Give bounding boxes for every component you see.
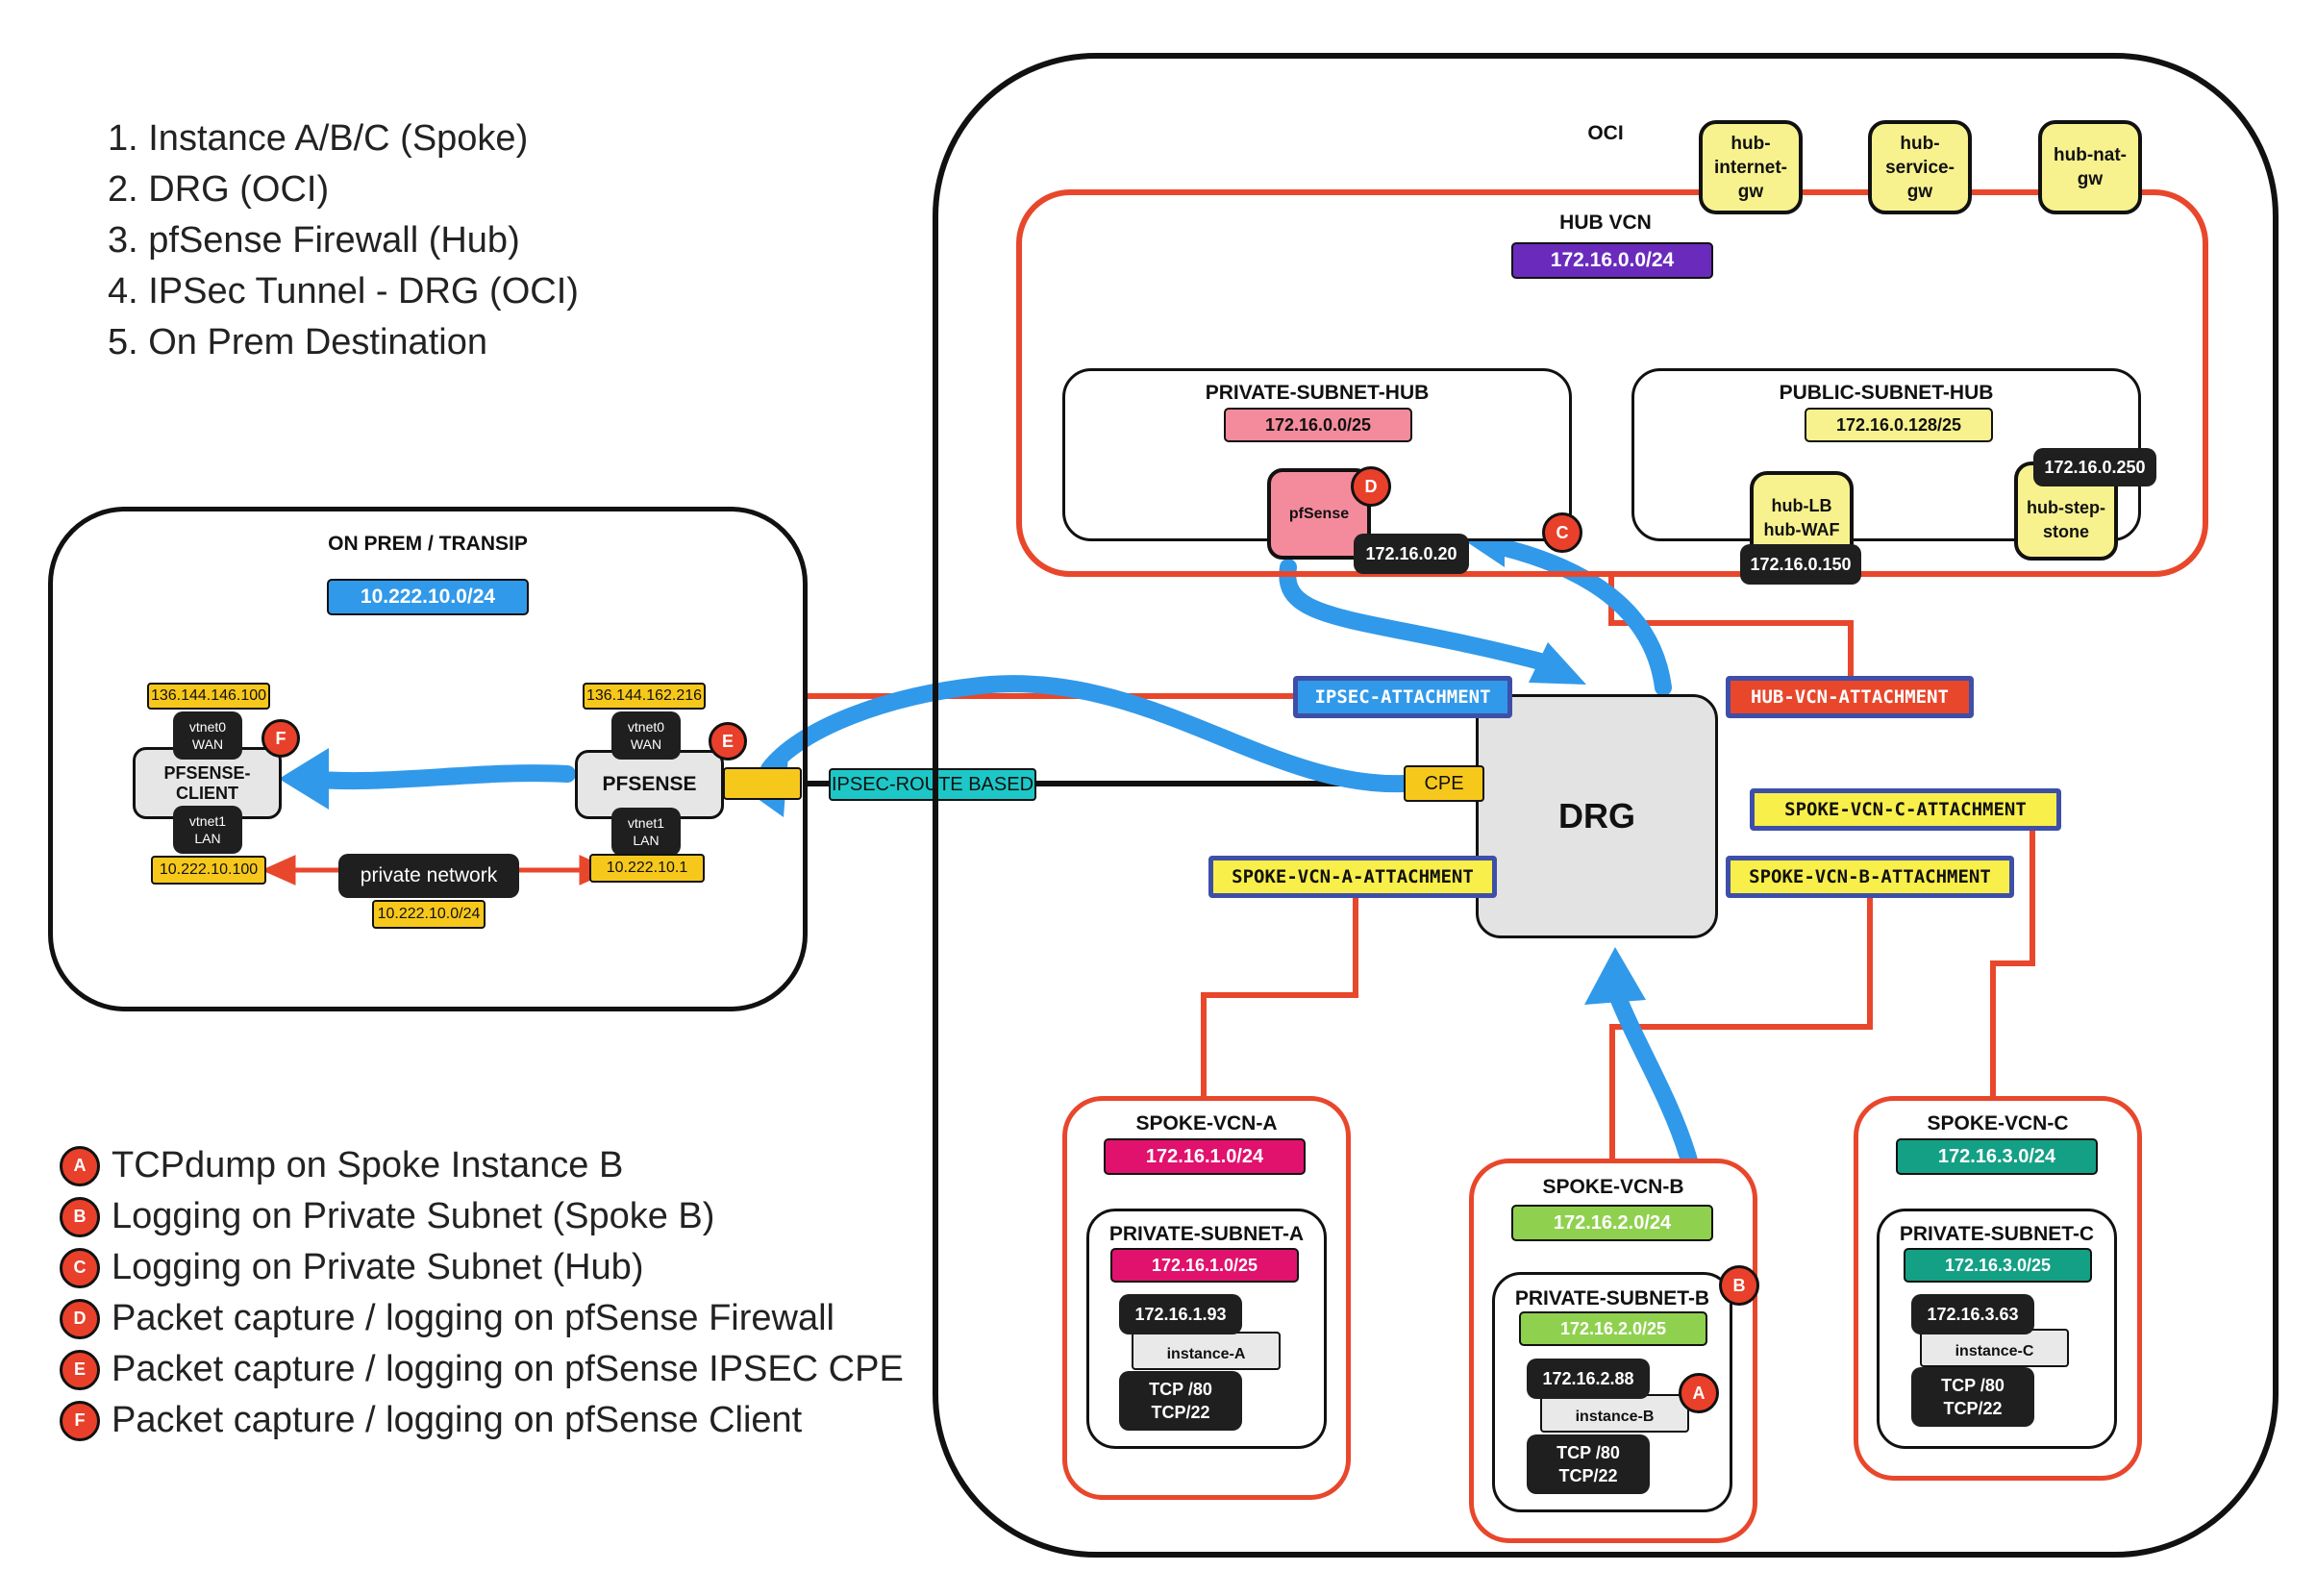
ipsec-attachment[interactable]: IPSEC-ATTACHMENT	[1293, 676, 1512, 718]
flow-drg-to-pfsense	[1477, 535, 1672, 696]
hub-step-stone-ip: 172.16.0.250	[2033, 448, 2156, 486]
legend-step: 4. IPSec Tunnel - DRG (OCI)	[108, 271, 579, 312]
onprem-container	[48, 507, 808, 1011]
hub-vcn-cidr: 172.16.0.0/24	[1511, 242, 1713, 279]
marker-a-icon: A	[1679, 1373, 1719, 1413]
pfsense-lan-ip: 10.222.10.1	[589, 854, 705, 883]
cpe-label: CPE	[1404, 765, 1484, 802]
legend-marker-item: D Packet capture / logging on pfSense Fir…	[60, 1293, 904, 1344]
legend-marker-text: TCPdump on Spoke Instance B	[112, 1145, 624, 1185]
instance-a-node[interactable]: instance-A	[1132, 1332, 1281, 1370]
spoke-vcn-a-cidr: 172.16.1.0/24	[1104, 1138, 1306, 1175]
instance-b-ports: TCP /80 TCP/22	[1527, 1434, 1650, 1494]
private-subnet-a-cidr: 172.16.1.0/25	[1110, 1248, 1299, 1283]
legend-marker-item: A TCPdump on Spoke Instance B	[60, 1140, 904, 1191]
marker-b-icon: B	[1719, 1265, 1759, 1306]
client-wan-ip: 136.144.146.100	[147, 683, 270, 710]
legend-marker-text: Logging on Private Subnet (Spoke B)	[112, 1196, 715, 1236]
hub-nat-gw-node[interactable]: hub-nat- gw	[2038, 120, 2142, 214]
spoke-vcn-b-attachment[interactable]: SPOKE-VCN-B-ATTACHMENT	[1726, 856, 2014, 898]
hub-internet-gw-node[interactable]: hub- internet- gw	[1699, 120, 1803, 214]
spoke-vcn-b-label: SPOKE-VCN-B	[1542, 1176, 1684, 1198]
spoke-vcn-c-cidr: 172.16.3.0/24	[1896, 1138, 2098, 1175]
spoke-a-link	[1201, 892, 1358, 1101]
instance-c-ip: 172.16.3.63	[1911, 1294, 2034, 1334]
legend-marker-text: Packet capture / logging on pfSense IPSE…	[112, 1349, 904, 1389]
onprem-cidr: 10.222.10.0/24	[327, 579, 529, 615]
legend-marker-item: B Logging on Private Subnet (Spoke B)	[60, 1191, 904, 1242]
private-subnet-b-label: PRIVATE-SUBNET-B	[1514, 1287, 1710, 1309]
private-network-label: private network	[338, 854, 519, 898]
pfsense-wan-port: vtnet0 WAN	[611, 711, 681, 760]
marker-f-icon: F	[60, 1400, 100, 1441]
private-subnet-hub-label: PRIVATE-SUBNET-HUB	[1205, 382, 1430, 404]
instance-b-node[interactable]: instance-B	[1540, 1394, 1689, 1433]
legend-marker-text: Logging on Private Subnet (Hub)	[112, 1247, 644, 1287]
flow-pfsense-to-drg	[1279, 559, 1556, 672]
oci-label: OCI	[1587, 122, 1624, 144]
spoke-vcn-a-attachment[interactable]: SPOKE-VCN-A-ATTACHMENT	[1208, 856, 1497, 898]
marker-e-icon: E	[60, 1349, 100, 1390]
ipsec-cpe-port	[723, 767, 802, 800]
marker-d-icon: D	[1351, 466, 1391, 507]
marker-c-icon: C	[60, 1247, 100, 1288]
instance-a-ip: 172.16.1.93	[1119, 1294, 1242, 1334]
pfsense-wan-ip: 136.144.162.216	[583, 683, 706, 710]
legend-marker-item: F Packet capture / logging on pfSense Cli…	[60, 1395, 904, 1446]
private-subnet-hub-cidr: 172.16.0.0/25	[1224, 408, 1412, 442]
hub-vcn-attachment[interactable]: HUB-VCN-ATTACHMENT	[1726, 676, 1974, 718]
spoke-vcn-c-attachment[interactable]: SPOKE-VCN-C-ATTACHMENT	[1750, 788, 2061, 831]
spoke-vcn-c-label: SPOKE-VCN-C	[1927, 1112, 2069, 1135]
private-subnet-b-cidr: 172.16.2.0/25	[1519, 1311, 1707, 1346]
spoke-vcn-b-cidr: 172.16.2.0/24	[1511, 1205, 1713, 1241]
public-subnet-hub-label: PUBLIC-SUBNET-HUB	[1779, 382, 1994, 404]
private-subnet-a-label: PRIVATE-SUBNET-A	[1108, 1223, 1305, 1245]
marker-a-icon: A	[60, 1145, 100, 1186]
legend-markers: A TCPdump on Spoke Instance B B Logging on…	[60, 1140, 904, 1446]
marker-e-icon: E	[709, 722, 747, 761]
legend-steps: 1. Instance A/B/C (Spoke) 2. DRG (OCI) 3…	[108, 113, 579, 368]
spoke-vcn-a-label: SPOKE-VCN-A	[1135, 1112, 1278, 1135]
hub-lb-ip: 172.16.0.150	[1740, 544, 1861, 585]
instance-c-ports: TCP /80 TCP/22	[1911, 1367, 2034, 1427]
legend-marker-item: E Packet capture / logging on pfSense IPS…	[60, 1344, 904, 1395]
marker-c-icon: C	[1542, 512, 1582, 553]
flow-pfsense-to-client	[299, 764, 576, 790]
pfsense-hub-ip: 172.16.0.20	[1354, 534, 1469, 574]
marker-d-icon: D	[60, 1298, 100, 1339]
flow-drg-to-cpe	[760, 675, 1412, 793]
legend-step: 5. On Prem Destination	[108, 322, 487, 362]
instance-a-ports: TCP /80 TCP/22	[1119, 1371, 1242, 1431]
hub-vcn-container	[1016, 189, 2208, 577]
instance-c-node[interactable]: instance-C	[1920, 1329, 2069, 1367]
marker-f-icon: F	[261, 719, 300, 758]
client-lan-ip: 10.222.10.100	[151, 856, 266, 885]
onprem-label: ON PREM / TRANSIP	[328, 533, 528, 555]
instance-b-ip: 172.16.2.88	[1527, 1359, 1650, 1399]
hub-vcn-label: HUB VCN	[1559, 212, 1652, 234]
legend-step: 2. DRG (OCI)	[108, 169, 330, 210]
legend-marker-text: Packet capture / logging on pfSense Fire…	[112, 1298, 834, 1338]
legend-step: 3. pfSense Firewall (Hub)	[108, 220, 520, 261]
legend-step: 1. Instance A/B/C (Spoke)	[108, 118, 529, 159]
pfsense-lan-port: vtnet1 LAN	[611, 808, 681, 856]
legend-marker-text: Packet capture / logging on pfSense Clie…	[112, 1400, 803, 1440]
private-subnet-c-label: PRIVATE-SUBNET-C	[1899, 1223, 2095, 1245]
client-wan-port: vtnet0 WAN	[173, 711, 242, 760]
oci-container	[933, 53, 2279, 1558]
hub-service-gw-node[interactable]: hub- service- gw	[1868, 120, 1972, 214]
spoke-c-link	[1990, 825, 2035, 1101]
legend-marker-item: C Logging on Private Subnet (Hub)	[60, 1242, 904, 1293]
marker-b-icon: B	[60, 1196, 100, 1237]
drg-node[interactable]: DRG	[1476, 694, 1718, 938]
private-network-cidr: 10.222.10.0/24	[372, 900, 486, 929]
public-subnet-hub-cidr: 172.16.0.128/25	[1805, 408, 1993, 442]
client-lan-port: vtnet1 LAN	[173, 806, 242, 854]
spoke-b-link	[1609, 892, 1873, 1161]
private-subnet-c-cidr: 172.16.3.0/25	[1904, 1248, 2092, 1283]
